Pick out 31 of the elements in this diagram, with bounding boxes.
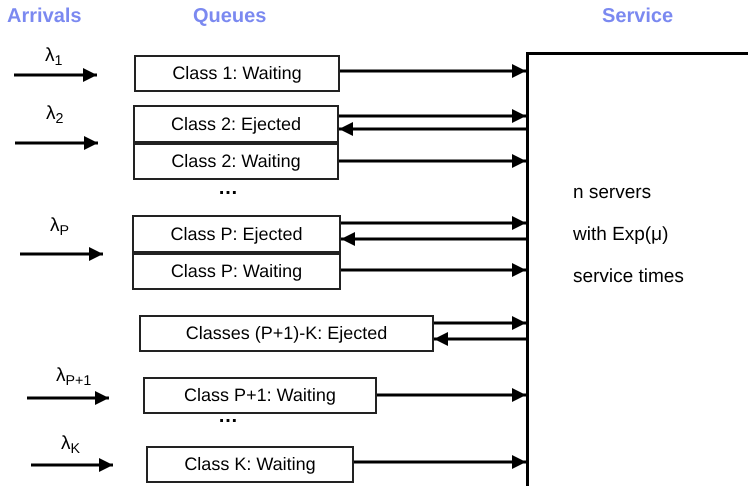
- column-heading: Service: [602, 6, 674, 26]
- arrow: [339, 154, 526, 168]
- arrow: [354, 455, 526, 469]
- queue-box: Class 2: Ejected: [133, 105, 339, 143]
- arrow: [341, 216, 526, 230]
- queue-box: Classes (P+1)-K: Ejected: [139, 315, 434, 352]
- ellipsis: …: [218, 178, 238, 198]
- queue-box: Class K: Waiting: [146, 446, 354, 483]
- queue-box: Class 2: Waiting: [133, 143, 339, 180]
- queue-box: Class P: Ejected: [132, 215, 341, 253]
- arrival-rate-label: λ$_{P}$: [50, 216, 70, 235]
- arrow: [339, 122, 526, 136]
- arrow: [377, 388, 526, 402]
- column-heading: Arrivals: [7, 6, 82, 26]
- queue-box: Class P: Waiting: [132, 253, 341, 290]
- arrival-rate-label: λ$_{1}$: [45, 46, 62, 65]
- arrow: [341, 263, 526, 277]
- arrival-rate-label: λ$_{K}$: [61, 434, 80, 453]
- service-text: with Exp(μ): [573, 223, 670, 247]
- arrow: [434, 332, 526, 346]
- column-heading: Queues: [193, 6, 266, 26]
- arrow: [434, 316, 526, 330]
- queue-box: Class 1: Waiting: [134, 55, 340, 92]
- arrow: [341, 232, 526, 246]
- queue-box: Class P+1: Waiting: [143, 377, 377, 414]
- arrival-rate-label: λ$_{2}$: [46, 104, 64, 123]
- service-text: service times: [573, 265, 685, 289]
- service-text: n servers: [573, 181, 652, 205]
- arrow: [339, 109, 526, 123]
- arrival-rate-label: λ$_{P+1}$: [56, 366, 92, 385]
- arrow: [340, 64, 526, 78]
